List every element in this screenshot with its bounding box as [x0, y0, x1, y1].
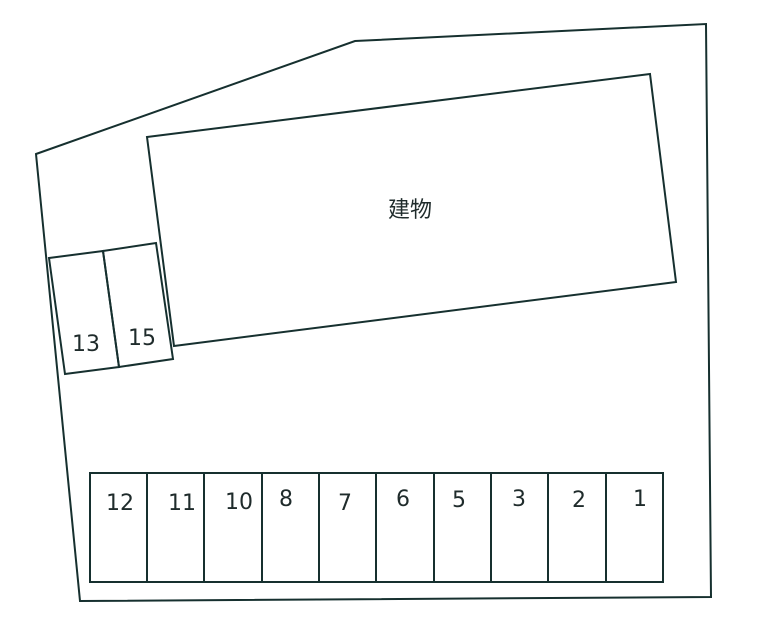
- lot-boundary: [34, 22, 713, 603]
- parking-space-11: [146, 472, 205, 583]
- parking-space-12: [89, 472, 148, 583]
- parking-space-7: [318, 472, 377, 583]
- space-number-10: 10: [225, 490, 253, 515]
- space-number-13: 13: [72, 332, 100, 357]
- parking-space-15: [101, 241, 175, 369]
- space-number-6: 6: [396, 487, 410, 512]
- space-number-15: 15: [128, 326, 156, 351]
- parking-space-1: [605, 472, 664, 583]
- building-label: 建物: [388, 198, 432, 223]
- space-number-3: 3: [512, 487, 526, 512]
- building-outline: [145, 72, 678, 348]
- space-number-12: 12: [106, 491, 134, 516]
- space-number-8: 8: [279, 487, 293, 512]
- bottom-parking-row: 12 11 10 8 7 6 5 3 2 1: [89, 472, 664, 583]
- space-number-2: 2: [572, 488, 586, 513]
- space-number-11: 11: [168, 491, 196, 516]
- space-number-1: 1: [633, 487, 647, 512]
- side-parking-block: 13 15: [47, 241, 175, 376]
- space-number-7: 7: [338, 491, 352, 516]
- space-number-5: 5: [452, 488, 466, 513]
